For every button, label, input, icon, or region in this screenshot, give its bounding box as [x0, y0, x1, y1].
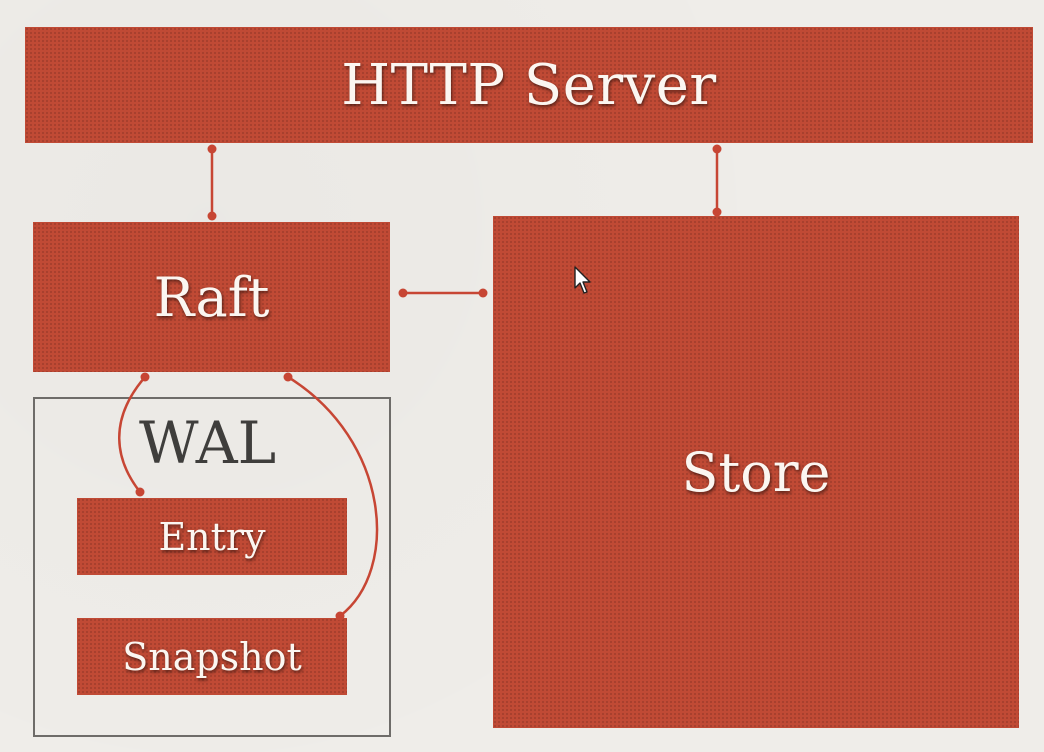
mouse-pointer-icon	[574, 266, 591, 294]
entry-block: Entry	[77, 498, 347, 575]
connector-dot	[478, 288, 488, 298]
connector-dot	[207, 211, 217, 221]
connector-dot	[283, 372, 293, 382]
store-block: Store	[493, 216, 1019, 728]
snapshot-block: Snapshot	[77, 618, 347, 695]
connector-dot	[712, 144, 722, 154]
http-server-label: HTTP Server	[341, 52, 717, 118]
connector-dot	[398, 288, 408, 298]
connector-dot	[140, 372, 150, 382]
connector-dot	[207, 144, 217, 154]
entry-label: Entry	[158, 514, 266, 559]
raft-label: Raft	[153, 265, 270, 329]
wal-label: WAL	[139, 409, 277, 477]
raft-block: Raft	[33, 222, 390, 372]
http-server-block: HTTP Server	[25, 27, 1033, 143]
wal-container	[33, 397, 391, 737]
snapshot-label: Snapshot	[122, 634, 302, 679]
store-label: Store	[681, 440, 831, 504]
